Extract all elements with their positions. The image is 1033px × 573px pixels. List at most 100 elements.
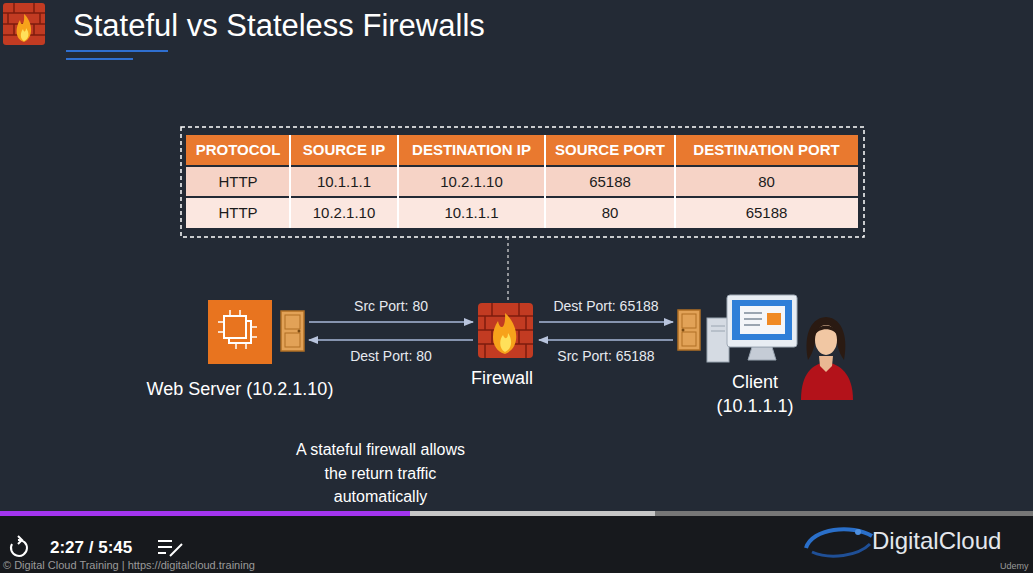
person-icon [801,317,853,400]
computer-icon [711,326,725,327]
traffic-arrow [539,339,673,340]
title-underline [66,50,168,52]
computer-icon [727,295,797,347]
firewall-icon [525,344,527,358]
rule-table [290,135,675,228]
web-server-icon [245,344,247,349]
web-server-icon [229,310,231,315]
logo-swoosh [806,529,872,556]
web-server-icon [208,300,272,364]
person-icon [814,326,838,337]
caption-note: A stateful firewall allows the return tr… [293,438,468,509]
client-door-icon [678,310,700,350]
client-node: Client (10.1.1.1) [676,293,860,372]
table-cell: 10.2.1.10 [398,167,545,196]
computer-icon [767,313,781,325]
replay-icon [18,536,22,544]
firewall-icon [478,303,533,358]
web-server-icon [252,336,257,338]
player-progress-bar [0,511,1033,516]
table-header-cell: SOURCE PORT [545,135,675,165]
slide-title: Stateful vs Stateless Firewalls [73,6,485,46]
player-progress-bar [0,511,410,516]
port-label: Dest Port: 65188 [553,297,658,315]
player-progress-bar [655,511,1033,516]
firewall-icon [493,313,516,354]
logo-firewall-icon [21,28,29,41]
web-server-icon [208,300,272,364]
playlist-icon [158,540,172,542]
server-door-icon [285,315,300,329]
video-timecode: 2:27 / 5:45 [50,537,132,559]
table-cell: 65188 [545,167,675,196]
rule-table [181,127,864,237]
server-door-icon [281,311,304,351]
copyright-note: © Digital Cloud Training | https://digit… [3,558,255,572]
firewall-icon [478,303,533,358]
table-cell: 10.2.1.10 [290,198,398,228]
computer-icon [748,347,776,360]
computer-icon [707,295,797,362]
web-server-icon [218,310,257,349]
table-cell: HTTP [186,198,290,228]
web-server-icon [218,321,223,323]
person-icon [819,356,833,372]
table-header-cell: PROTOCOL [186,135,290,165]
rule-table [674,135,676,228]
rule-table [397,135,399,228]
rule-table [544,135,546,228]
web-server-icon [252,326,257,328]
table-cell: HTTP [186,167,290,196]
person-icon [807,317,846,360]
title-underline [66,58,133,60]
firewall-icon [525,316,527,330]
web-server-icon [224,316,246,338]
rule-table [186,198,858,228]
server-door-icon [281,311,304,351]
table-leader-line [507,237,508,300]
logo-firewall-icon [39,13,41,24]
logo-firewall-icon [3,12,45,14]
traffic-arrow [539,321,673,322]
computer-icon [707,318,729,362]
port-label: Dest Port: 80 [350,347,432,365]
client-door-icon [682,314,696,328]
firewall-icon [518,303,520,316]
firewall-icon [478,303,533,358]
server-door-icon [285,333,300,347]
firewall-node: Firewall [476,302,536,360]
computer-icon [744,324,760,326]
port-label: Src Port: 65188 [557,347,654,365]
logo-swoosh [855,529,861,535]
rule-table [181,127,864,237]
playlist-icon [158,546,172,548]
table-cell: 10.1.1.1 [398,198,545,228]
client-door-icon [678,310,700,350]
logo-firewall-icon [13,3,15,13]
platform-watermark: Udemy [1000,561,1029,573]
player-progress-bar [410,511,655,516]
logo-firewall-icon [13,24,15,35]
node-label: Firewall [471,366,533,390]
client-door-icon [682,329,685,332]
rule-table [289,135,291,228]
firewall-icon [491,303,493,316]
person-icon [815,325,837,355]
web-server-node: Web Server (10.2.1.10) [206,298,306,366]
table-header-cell: SOURCE IP [290,135,398,165]
playlist-icon [170,544,182,556]
table-header-cell: DESTINATION IP [398,135,545,165]
server-door-icon [298,330,301,333]
player-control-bar [0,516,1033,573]
table-cell: 65188 [675,198,858,228]
logo-swoosh [806,529,872,548]
replay-icon [11,536,27,556]
node-label: Client (10.1.1.1) [700,370,810,418]
title-underline [66,51,168,59]
firewall-icon [484,316,486,330]
computer-icon [740,306,785,334]
computer-icon [744,312,762,314]
